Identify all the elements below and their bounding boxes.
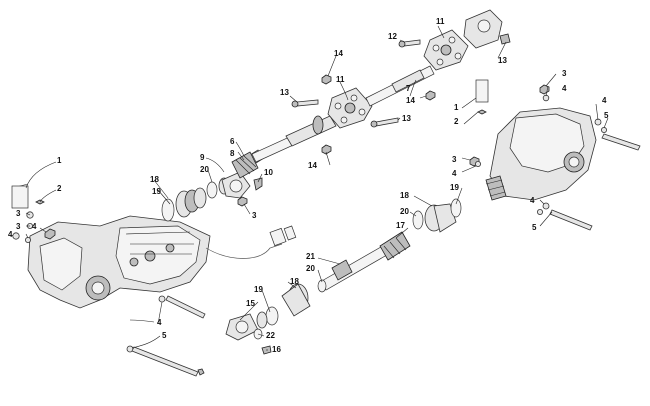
- front-driveshaft: [241, 115, 337, 169]
- callout-4: 4: [602, 96, 607, 105]
- callout-4: 4: [32, 222, 37, 231]
- callout-5: 5: [162, 331, 167, 340]
- callout-14: 14: [308, 161, 317, 170]
- right-fasteners: [469, 84, 641, 231]
- callout-3: 3: [562, 69, 567, 78]
- callout-13: 13: [498, 56, 507, 65]
- callout-2: 2: [454, 117, 459, 126]
- callout-6: 6: [230, 137, 235, 146]
- front-gearcase: [27, 215, 211, 309]
- rear-driveshaft: [319, 231, 411, 291]
- lower-boot-assembly: [225, 279, 327, 355]
- callout-5: 5: [604, 111, 609, 120]
- callout-labels: 1 2 3 3 4 4 4 5 18 19 20 9 6 8 10 3 13 1…: [8, 17, 609, 354]
- callout-18: 18: [290, 277, 299, 286]
- callout-2: 2: [57, 184, 62, 193]
- rear-boot-assembly: [412, 198, 462, 233]
- callout-4: 4: [8, 230, 13, 239]
- callout-4: 4: [562, 84, 567, 93]
- callout-7: 7: [406, 84, 411, 93]
- callout-11: 11: [436, 17, 445, 26]
- wire-harness: [205, 225, 297, 259]
- callout-5: 5: [532, 223, 537, 232]
- callout-1: 1: [454, 103, 459, 112]
- coupler-fasteners: [291, 39, 436, 155]
- rear-yoke: [463, 9, 511, 49]
- lower-bolts: [126, 295, 206, 377]
- callout-14: 14: [406, 96, 415, 105]
- callout-8: 8: [230, 149, 235, 158]
- right-spring: [475, 79, 489, 115]
- callout-18: 18: [400, 191, 409, 200]
- leader-lines: [25, 25, 609, 351]
- callout-11: 11: [336, 75, 345, 84]
- callout-21: 21: [306, 252, 315, 261]
- callout-20: 20: [400, 207, 409, 216]
- callout-4: 4: [157, 318, 162, 327]
- callout-3: 3: [452, 155, 457, 164]
- callout-19: 19: [152, 187, 161, 196]
- callout-4: 4: [530, 196, 535, 205]
- callout-14: 14: [334, 49, 343, 58]
- callout-13: 13: [280, 88, 289, 97]
- callout-18: 18: [150, 175, 159, 184]
- callout-3: 3: [16, 209, 21, 218]
- callout-3: 3: [252, 211, 257, 220]
- callout-15: 15: [246, 299, 255, 308]
- callout-19: 19: [450, 183, 459, 192]
- splined-coupler: [231, 151, 259, 179]
- callout-12: 12: [388, 32, 397, 41]
- callout-13: 13: [402, 114, 411, 123]
- callout-4: 4: [452, 169, 457, 178]
- callout-20: 20: [306, 264, 315, 273]
- callout-16: 16: [272, 345, 281, 354]
- callout-10: 10: [264, 168, 273, 177]
- support-bracket: [221, 171, 263, 207]
- callout-3: 3: [16, 222, 21, 231]
- rear-gearcase: [485, 107, 597, 201]
- callout-20: 20: [200, 165, 209, 174]
- callout-9: 9: [200, 153, 205, 162]
- left-spring: [11, 183, 45, 209]
- flex-coupler-center: [327, 87, 373, 129]
- callout-22: 22: [266, 331, 275, 340]
- flex-coupler-top: [423, 29, 469, 71]
- callout-1: 1: [57, 156, 62, 165]
- upper-driveshaft: [365, 65, 435, 107]
- left-boot-assembly: [161, 177, 230, 222]
- callout-19: 19: [254, 285, 263, 294]
- callout-17: 17: [396, 221, 405, 230]
